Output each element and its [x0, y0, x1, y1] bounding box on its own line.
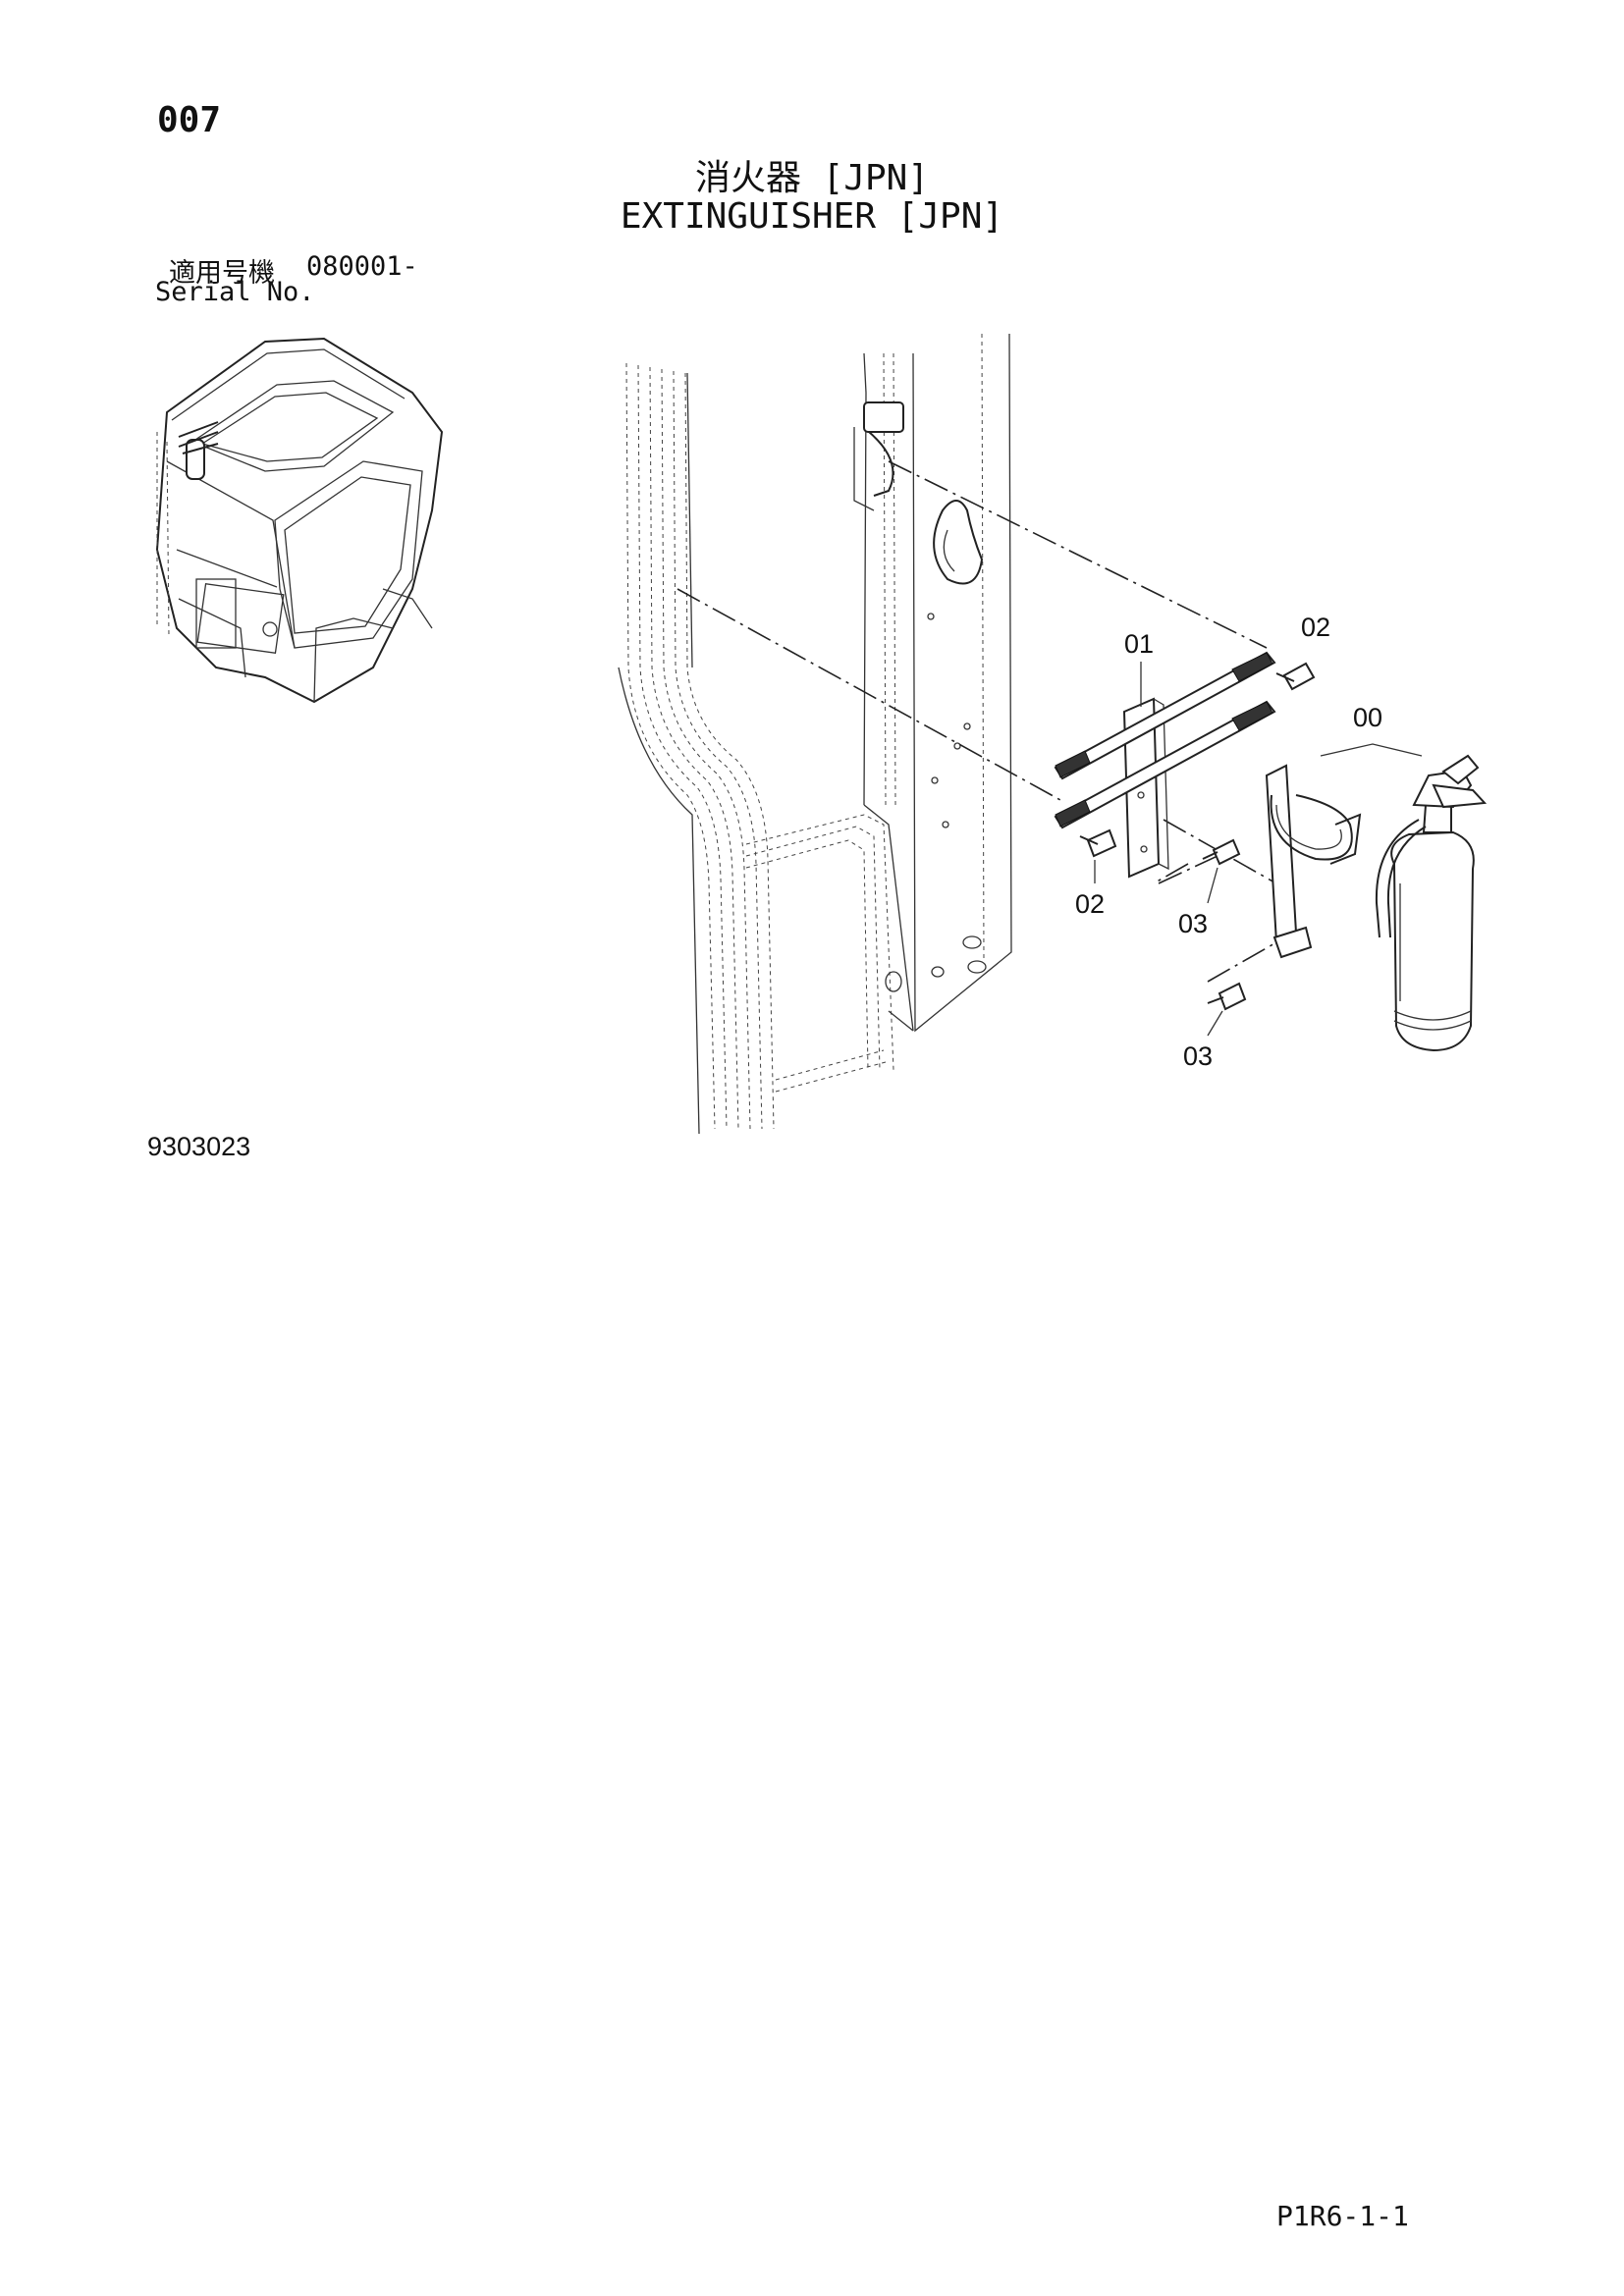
extinguisher-holder: [1265, 764, 1362, 959]
serial-label-japanese: 適用号機: [169, 258, 275, 289]
part-02-bolt-upper: [1275, 662, 1316, 691]
figure-number: 9303023: [147, 1132, 251, 1161]
serial-number-value: 080001-: [306, 251, 418, 282]
svg-text:02: 02: [1301, 613, 1330, 642]
callout-03-upper: 03: [1178, 867, 1218, 938]
part-01-bracket: [1054, 651, 1276, 879]
page-reference: P1R6-1-1: [1276, 2200, 1409, 2232]
part-00-fire-extinguisher: [1375, 754, 1488, 1052]
svg-text:03: 03: [1183, 1041, 1213, 1071]
svg-text:03: 03: [1178, 909, 1208, 938]
part-03-screw-lower: [1207, 982, 1247, 1011]
assembly-centerlines: [677, 460, 1277, 983]
callout-02-upper: 02: [1301, 613, 1330, 642]
svg-text:02: 02: [1075, 889, 1105, 919]
callout-00: 00: [1320, 703, 1423, 757]
cab-overview-thumbnail: [155, 337, 444, 704]
title-japanese: 消火器 [JPN]: [694, 158, 930, 198]
part-03-screw-upper: [1202, 838, 1241, 866]
cab-pillar-frame: [618, 333, 1012, 1135]
page-code: 007: [157, 100, 222, 140]
serial-label-english: Serial No.: [155, 277, 315, 307]
callout-03-lower: 03: [1183, 1010, 1223, 1071]
callout-01: 01: [1124, 629, 1154, 707]
callout-02-lower: 02: [1075, 860, 1105, 919]
part-02-bolt-lower: [1079, 828, 1117, 858]
svg-text:01: 01: [1124, 629, 1154, 659]
title-english: EXTINGUISHER [JPN]: [620, 196, 1004, 237]
svg-text:00: 00: [1353, 703, 1382, 732]
